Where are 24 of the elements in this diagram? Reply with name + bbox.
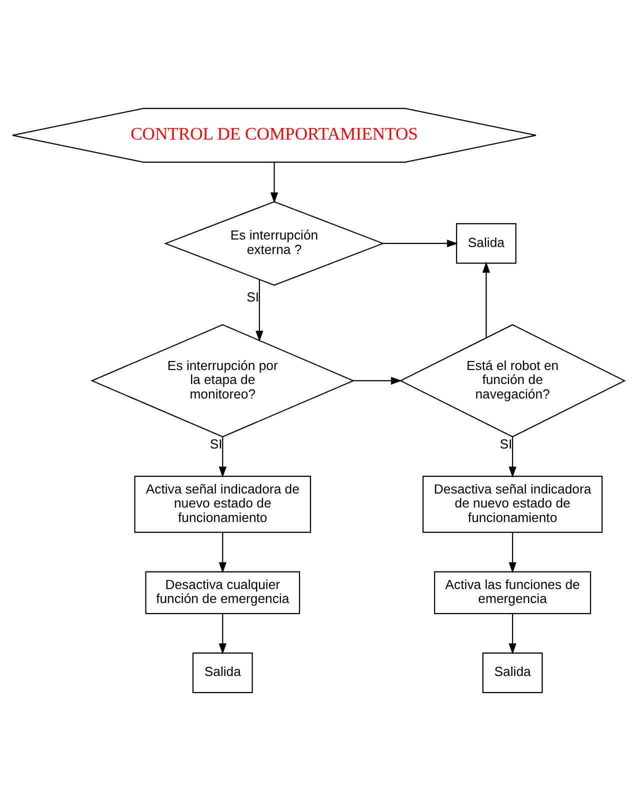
node-box: Salida (192, 652, 253, 694)
node-box: Activa señal indicadora de nuevo estado de funcionamiento (134, 476, 312, 533)
node-diamond: Está el robot en función de navegación? (399, 324, 626, 438)
edge-label: SI (210, 436, 222, 452)
node-diamond: Es interrupción externa ? (164, 201, 384, 286)
arrow (482, 262, 490, 338)
arrow (508, 532, 516, 574)
arrow (218, 437, 226, 478)
edge-label: SI (246, 290, 260, 305)
node-box: Desactiva señal indicadora de nuevo estado de funcionamiento (422, 476, 603, 533)
node-box: Activa las funciones de emergencia (434, 571, 592, 614)
node-box: Desactiva cualquier función de emergencia (145, 571, 300, 614)
arrow (508, 614, 516, 654)
arrow (508, 437, 516, 478)
node-diamond: Es interrupción por la etapa de monitoreo? (90, 324, 355, 438)
node-box: Salida (482, 652, 543, 694)
arrow (218, 614, 226, 654)
node-box: Salida (456, 223, 516, 264)
edge-label: SI (500, 436, 512, 452)
arrow (218, 532, 226, 574)
arrow (256, 280, 264, 342)
arrow (270, 162, 278, 204)
arrow (383, 240, 458, 248)
arrow (354, 376, 402, 385)
